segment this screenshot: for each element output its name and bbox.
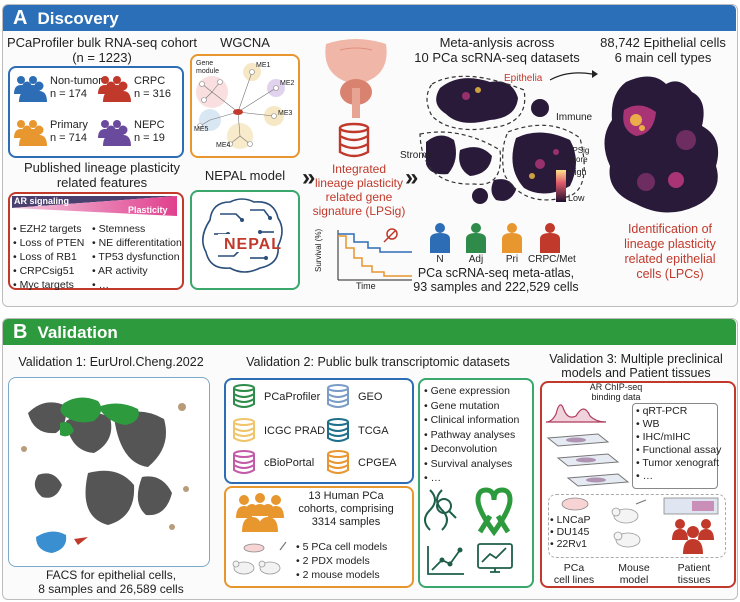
db-cbioportal: cBioPortal xyxy=(264,457,315,469)
features-col2: • Stemness • NE differentitation • TP53 … xyxy=(92,223,182,291)
legend-low: Low xyxy=(568,193,585,203)
tissue-slides-icon xyxy=(546,433,630,487)
features-col1: • EZH2 targets • Loss of PTEN • Loss of … xyxy=(13,223,85,291)
v1-title: Validation 1: EurUrol.Cheng.2022 xyxy=(18,355,204,369)
module-me4: ME4 xyxy=(216,142,231,149)
validation-title: Validation xyxy=(37,323,118,342)
nepal-title: NEPAL model xyxy=(204,168,286,183)
v2-title: Validation 2: Public bulk transcriptomic… xyxy=(246,355,510,369)
mouse-petri-icons xyxy=(232,541,287,575)
database-icons xyxy=(233,384,349,474)
panel-letter-a: A xyxy=(13,7,28,29)
brain-circuit-icon xyxy=(202,198,283,273)
umap-epithelial xyxy=(604,76,719,213)
v3-title: Validation 3: Multiple preclinical model… xyxy=(549,352,723,380)
legend-high: High xyxy=(568,167,587,177)
v1-caption: FACS for epithelial cells, 8 samples and… xyxy=(38,568,184,596)
db-pcaprofiler: PCaProfiler xyxy=(264,391,321,403)
wgcna-network xyxy=(196,63,285,149)
wgcna-title: WGCNA xyxy=(220,35,270,50)
chipseq-label: AR ChIP-seq binding data xyxy=(589,382,643,402)
module-me2: ME2 xyxy=(280,80,295,87)
database-icon xyxy=(338,122,370,158)
db-icgc-prad: ICGC PRAD xyxy=(264,425,326,437)
analyses-list: • Gene expression • Gene mutation • Clin… xyxy=(424,385,520,484)
v2-database-box xyxy=(224,378,414,484)
discovery-title: Discovery xyxy=(37,9,119,28)
module-me3: ME3 xyxy=(278,110,293,117)
lpc-caption: Identification of lineage plasticity rel… xyxy=(624,222,716,281)
curved-arrow-icon xyxy=(549,70,598,81)
assays-box xyxy=(632,403,718,489)
prostate-organ-icon xyxy=(325,39,387,118)
meta-title: Meta-anlysis across 10 PCa scRNA-seq dat… xyxy=(414,35,580,65)
ar-signaling-label: AR signaling xyxy=(14,196,70,206)
panel-letter-b: B xyxy=(13,321,28,343)
models-list: • 5 PCa cell models • 2 PDX models • 2 m… xyxy=(296,541,388,581)
label-stroma: Stroma xyxy=(400,150,433,161)
nepal-logo-text: NEPAL xyxy=(223,236,283,253)
patient-label-n: N xyxy=(436,254,444,265)
cell-lines-list: • LNCaP • DU145 • 22Rv1 xyxy=(550,514,591,550)
db-geo: GEO xyxy=(358,391,383,403)
survival-xlabel: Time xyxy=(356,281,376,291)
lpsig-score-colorbar xyxy=(556,170,566,202)
atlas-caption: PCa scRNA-seq meta-atlas, 93 samples and… xyxy=(413,266,579,294)
survival-plot xyxy=(337,228,412,281)
db-cpgea: CPGEA xyxy=(358,457,397,469)
v2-analyses-box xyxy=(418,378,534,588)
lpsig-title: Integrated lineage plasticity related ge… xyxy=(312,162,406,218)
gene-module-label: Gene module xyxy=(196,60,219,75)
assays-list: • qRT-PCR • WB • IHC/mIHC • Functional a… xyxy=(636,405,722,482)
chipseq-peak-icon xyxy=(545,404,607,423)
label-immune: Immune xyxy=(556,112,593,123)
petri-dish-icon xyxy=(561,497,589,511)
chevron-arrow-2: » xyxy=(405,164,419,191)
module-me1: ME1 xyxy=(256,62,271,69)
patient-label-pri: Pri xyxy=(505,254,519,265)
cohort-title: PCaProfiler bulk RNA-seq cohort (n = 122… xyxy=(6,35,198,65)
v1-umap xyxy=(21,397,189,553)
ar-plasticity-bar xyxy=(12,196,177,216)
validation-banner: B Validation xyxy=(3,319,736,345)
cohorts-text: 13 Human PCa cohorts, comprising 3314 sa… xyxy=(298,490,394,528)
discovery-banner: A Discovery xyxy=(3,5,736,31)
patients-icon xyxy=(672,519,714,554)
analysis-icons xyxy=(424,487,513,575)
patient-type-icons xyxy=(430,223,560,253)
tissue-array-icon xyxy=(663,497,719,515)
db-tcga: TCGA xyxy=(358,425,389,437)
survival-ylabel: Survival (%) xyxy=(314,228,323,272)
cohort-people-icons xyxy=(14,76,131,146)
plasticity-label: Plasticity xyxy=(128,205,168,215)
patient-label-adj: Adj xyxy=(468,254,484,265)
label-epithelia: Epithelia xyxy=(504,73,543,84)
patient-label-crpc-met: CRPC/Met xyxy=(528,254,576,265)
chevron-arrow-1: » xyxy=(302,164,316,191)
mouse-icon xyxy=(611,499,647,548)
epithelial-title: 88,742 Epithelial cells 6 main cell type… xyxy=(600,35,726,65)
features-title: Published lineage plasticity related fea… xyxy=(23,160,181,190)
people-group-icon xyxy=(236,493,284,532)
v2-cohorts-box xyxy=(224,486,414,588)
module-me5: ME5 xyxy=(194,126,209,133)
